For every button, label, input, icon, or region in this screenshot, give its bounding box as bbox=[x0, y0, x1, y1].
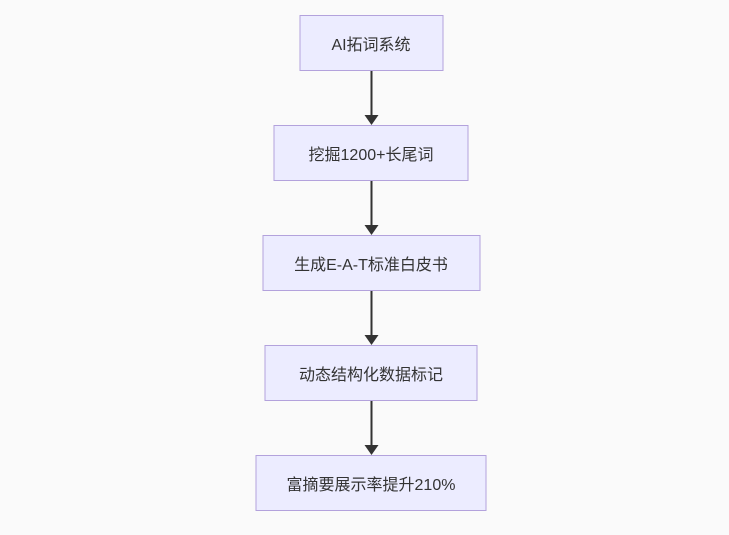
arrow-head-icon bbox=[364, 115, 378, 125]
flow-node-ai-expansion-system: AI拓词系统 bbox=[299, 15, 443, 71]
node-label: 富摘要展示率提升210% bbox=[286, 477, 456, 494]
arrow-line bbox=[370, 291, 372, 335]
flow-arrow-4-5 bbox=[364, 401, 378, 455]
node-label: 生成E-A-T标准白皮书 bbox=[294, 257, 448, 274]
arrow-head-icon bbox=[364, 335, 378, 345]
arrow-head-icon bbox=[364, 445, 378, 455]
arrow-line bbox=[370, 401, 372, 445]
flow-node-rich-snippet-result: 富摘要展示率提升210% bbox=[255, 455, 487, 511]
flowchart-column: AI拓词系统 挖掘1200+长尾词 生成E-A-T标准白皮书 动态结构化数据标记 bbox=[255, 15, 487, 511]
flow-arrow-1-2 bbox=[364, 71, 378, 125]
arrow-head-icon bbox=[364, 225, 378, 235]
node-label: AI拓词系统 bbox=[331, 37, 411, 54]
flow-arrow-2-3 bbox=[364, 181, 378, 235]
arrow-line bbox=[370, 181, 372, 225]
flow-node-structured-data-markup: 动态结构化数据标记 bbox=[264, 345, 478, 401]
node-label: 挖掘1200+长尾词 bbox=[308, 147, 434, 164]
node-label: 动态结构化数据标记 bbox=[298, 367, 443, 384]
flow-node-eat-whitepaper: 生成E-A-T标准白皮书 bbox=[262, 235, 480, 291]
flow-arrow-3-4 bbox=[364, 291, 378, 345]
arrow-line bbox=[370, 71, 372, 115]
flow-node-longtail-mining: 挖掘1200+长尾词 bbox=[273, 125, 469, 181]
